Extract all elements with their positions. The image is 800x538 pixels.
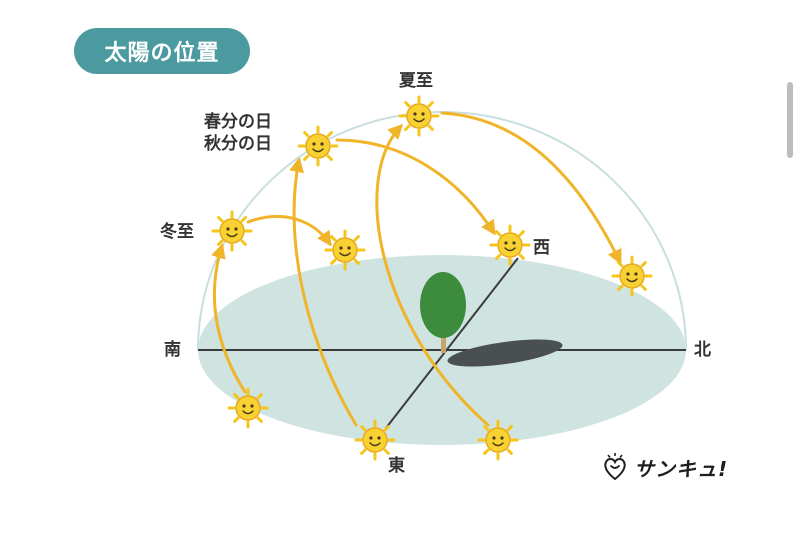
label-summer-solstice: 夏至 [399, 71, 433, 91]
equinox-rise-arrow [289, 157, 358, 427]
tree-icon [420, 272, 466, 353]
label-east: 東 [388, 456, 405, 476]
page-title: 太陽の位置 [74, 28, 250, 74]
brand-text: サンキュ! [634, 456, 729, 481]
brand-logo: サンキュ! [602, 452, 728, 482]
summer-set-arrow [440, 111, 622, 265]
brand-logo-icon [604, 453, 626, 481]
sun-icon [477, 419, 519, 461]
scrollbar[interactable] [787, 82, 793, 158]
sun-icon [227, 387, 269, 429]
label-north: 北 [694, 340, 711, 360]
label-winter-solstice: 冬至 [160, 222, 194, 242]
tree-shadow [447, 339, 563, 367]
sun-icon [354, 419, 396, 461]
label-west: 西 [533, 238, 550, 258]
equinox-set-arrow [335, 138, 496, 236]
winter-set-arrow [246, 214, 332, 247]
east-west-axis [385, 257, 519, 429]
sun-icon [611, 255, 653, 297]
label-spring-equinox: 春分の日 [204, 112, 272, 132]
sun-icon [398, 95, 440, 137]
sun-icon [324, 229, 366, 271]
label-autumn-equinox: 秋分の日 [204, 134, 272, 154]
sun-icon [211, 210, 253, 252]
sun-icon [297, 125, 339, 167]
winter-rise-arrow [211, 243, 247, 394]
sun-icon [489, 224, 531, 266]
label-south: 南 [164, 340, 181, 360]
summer-rise-arrow [375, 123, 490, 427]
